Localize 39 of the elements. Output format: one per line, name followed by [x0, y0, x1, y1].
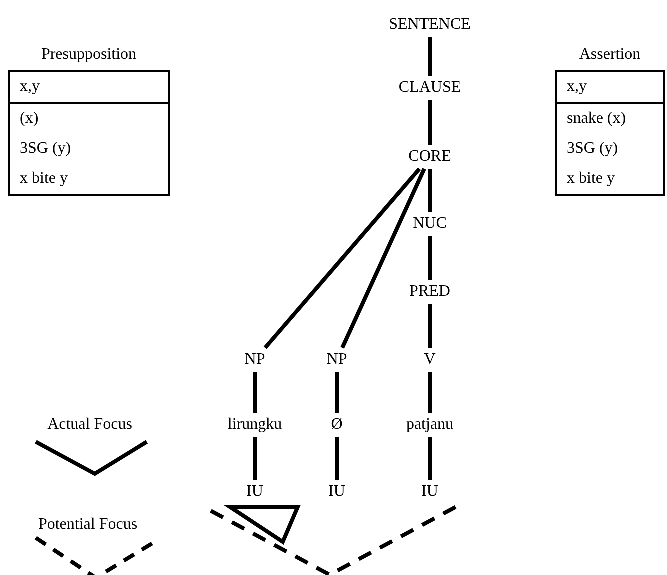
- table-row-text: (x): [19, 109, 40, 129]
- tree-branch-line: [253, 437, 257, 480]
- table-heading: Assertion: [579, 46, 641, 64]
- table-row-text: x bite y: [566, 169, 616, 189]
- table-row-text: snake (x): [566, 109, 628, 129]
- tree-node-label: PRED: [408, 280, 452, 304]
- table-row-text: 3SG (y): [566, 139, 620, 159]
- tree-branch-line: [428, 236, 432, 280]
- tree-branch-line: [428, 37, 432, 76]
- focus-label: Actual Focus: [48, 416, 132, 434]
- tree-node-label: IU: [420, 480, 440, 504]
- tree-node-label: Ø: [329, 413, 345, 437]
- focus-label: Potential Focus: [38, 516, 138, 534]
- tree-branch-line: [253, 372, 257, 413]
- tree-node-label: V: [422, 348, 438, 372]
- tree-node-label: patjanu: [404, 413, 456, 437]
- tree-node-label: NUC: [411, 212, 449, 236]
- table-row-text: 3SG (y): [19, 139, 72, 159]
- tree-node-label: lirungku: [226, 413, 284, 437]
- tree-node-label: IU: [244, 480, 266, 504]
- tree-branch-line: [428, 304, 432, 348]
- tree-node-label: CLAUSE: [396, 76, 464, 100]
- tree-node-label: NP: [324, 348, 350, 372]
- tree-branch-line: [340, 168, 426, 349]
- table-header-row: x,y: [10, 72, 168, 104]
- tree-node-label: CORE: [406, 145, 454, 169]
- tree-branch-line: [264, 168, 422, 350]
- tree-branch-line: [428, 100, 432, 145]
- tree-node-label: NP: [242, 348, 268, 372]
- table-header-row: x,y: [557, 72, 663, 104]
- tree-branch-line: [335, 372, 339, 413]
- table-heading: Presupposition: [41, 46, 137, 64]
- tree-branch-line: [335, 437, 339, 480]
- tree-branch-line: [428, 437, 432, 480]
- table-row-text: x bite y: [19, 169, 69, 189]
- tree-node-label: SENTENCE: [387, 13, 473, 37]
- tree-branch-line: [428, 169, 432, 212]
- tree-branch-line: [428, 372, 432, 413]
- tree-node-label: IU: [326, 480, 348, 504]
